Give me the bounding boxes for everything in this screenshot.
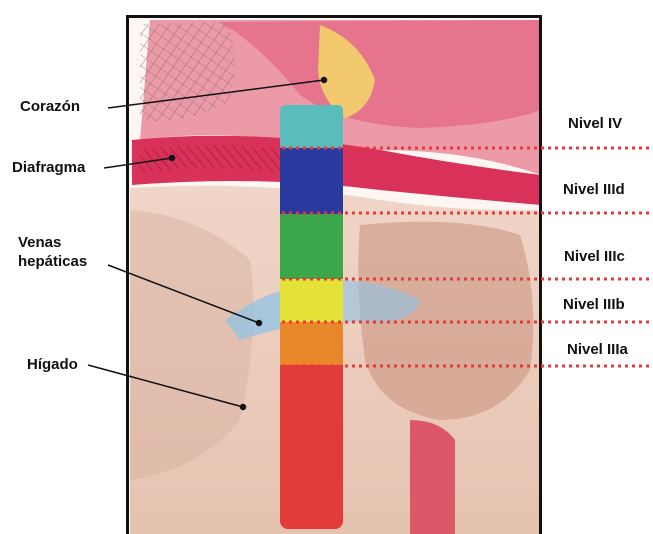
label-higado: Hígado — [27, 355, 78, 374]
segment-nivel-iiia — [280, 322, 343, 367]
segment-nivel-iiib — [280, 279, 343, 322]
level-label-iv: Nivel IV — [568, 115, 622, 132]
leader-dot-venas — [257, 321, 262, 326]
label-venas-hepaticas: Venas hepáticas — [18, 233, 87, 271]
level-label-iiib: Nivel IIIb — [563, 296, 625, 313]
anatomy-illustration — [127, 16, 541, 534]
diaphragm-hatch — [140, 145, 280, 172]
leader-dot-higado — [241, 405, 246, 410]
label-venas-line1: Venas — [18, 233, 87, 252]
label-diafragma: Diafragma — [12, 158, 85, 177]
segment-nivel-iv — [280, 105, 343, 150]
vena-cava — [280, 105, 343, 529]
level-label-iiic: Nivel IIIc — [564, 248, 625, 265]
aorta-lower — [410, 420, 455, 534]
label-venas-line2: hepáticas — [18, 252, 87, 271]
segment-infrahepatic — [280, 365, 343, 529]
label-corazon: Corazón — [20, 97, 80, 116]
leader-dot-corazon — [322, 78, 327, 83]
level-label-iiia: Nivel IIIa — [567, 341, 628, 358]
leader-dot-diafragma — [170, 156, 175, 161]
level-label-iiid: Nivel IIId — [563, 181, 625, 198]
segment-nivel-iiid — [280, 148, 343, 214]
segment-nivel-iiic — [280, 214, 343, 279]
